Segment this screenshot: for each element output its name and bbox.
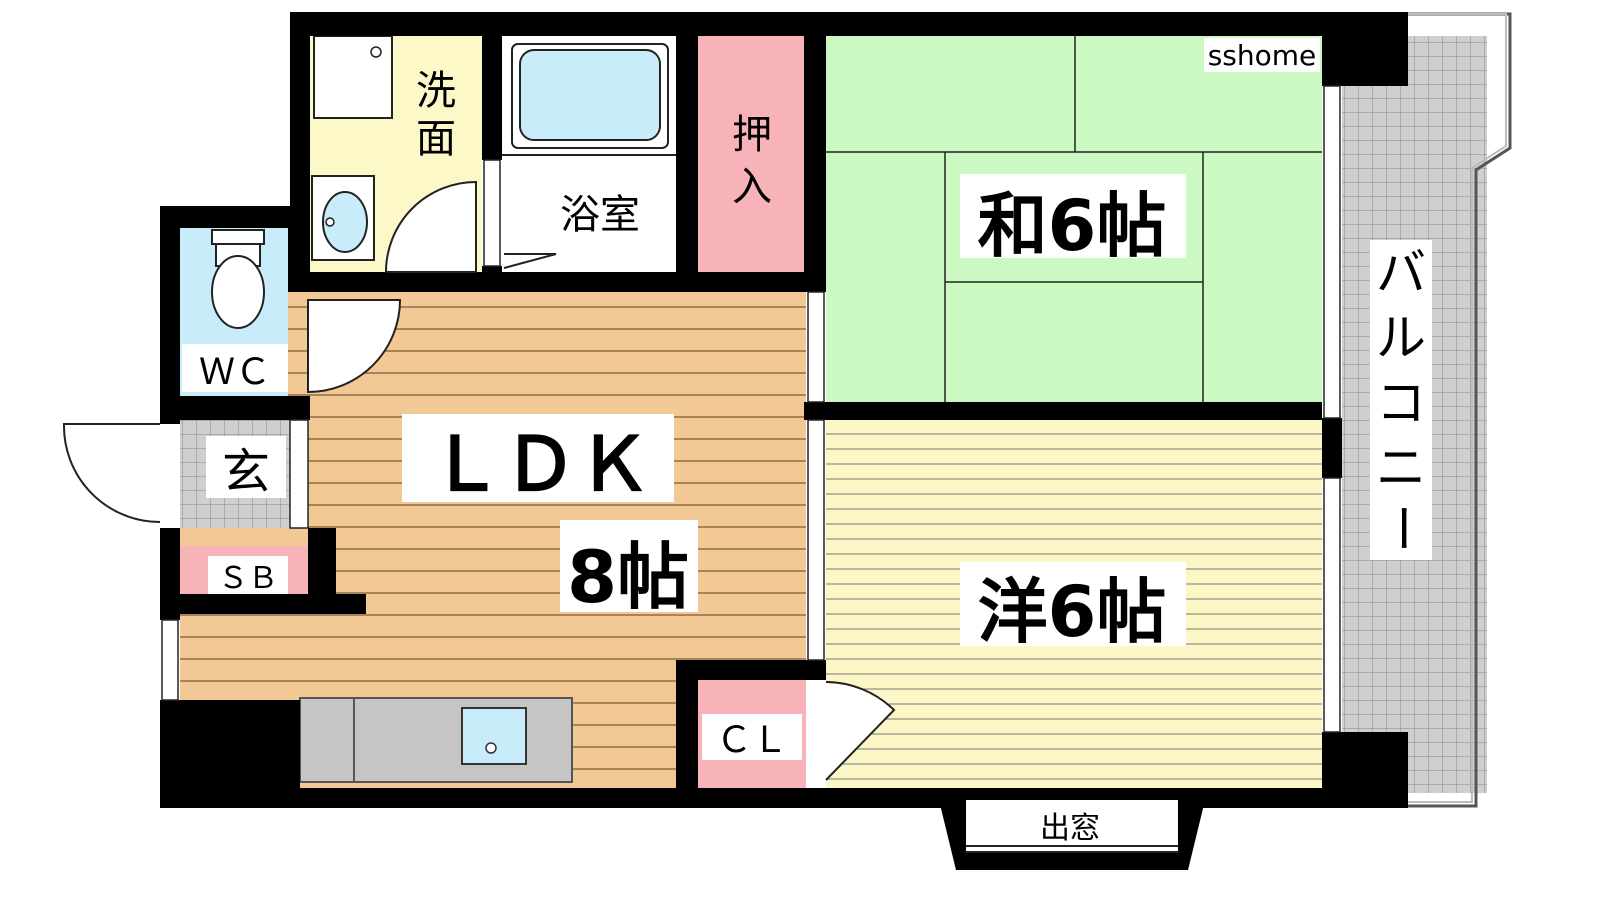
doors: [62, 180, 896, 781]
balcony: [1342, 12, 1512, 808]
closet-floor: [698, 36, 806, 272]
ldk-label: ＬＤＫ: [429, 422, 651, 508]
bay-window-label: 出窓: [1040, 811, 1100, 846]
toilet-icon: [211, 229, 265, 329]
closet-label-1: 押: [732, 112, 772, 158]
washroom-label-1: 洗: [416, 68, 456, 114]
western-room-label: 洋6帖: [978, 571, 1167, 653]
bathtub-icon: [502, 43, 676, 156]
bay-window-inner: [966, 800, 1178, 852]
kitchen-counter: [299, 697, 573, 783]
sink-icon: [311, 175, 375, 261]
balcony-label-4: ニ: [1376, 439, 1426, 497]
bath-label: 浴室: [560, 192, 640, 238]
balcony-label-2: ル: [1376, 309, 1426, 367]
ldk-size-label: 8帖: [567, 535, 689, 619]
shoebox-label: ＳＢ: [218, 561, 278, 596]
label-backgrounds: [182, 38, 1320, 760]
entrance-label: 玄: [222, 444, 270, 500]
balcony-label-3: コ: [1376, 374, 1426, 432]
balcony-label-5: ー: [1373, 503, 1431, 553]
japanese-room-label: 和6帖: [978, 185, 1167, 267]
wc-label: ＷＣ: [199, 352, 271, 393]
washroom-label-2: 面: [416, 116, 456, 162]
walk-closet-label: ＣＬ: [716, 720, 788, 761]
closet-label-2: 入: [732, 164, 772, 210]
sliding-panels: [161, 85, 1341, 733]
washing-machine-icon: [313, 35, 393, 119]
balcony-label-1: バ: [1376, 244, 1426, 302]
watermark: sshome: [1208, 39, 1317, 72]
